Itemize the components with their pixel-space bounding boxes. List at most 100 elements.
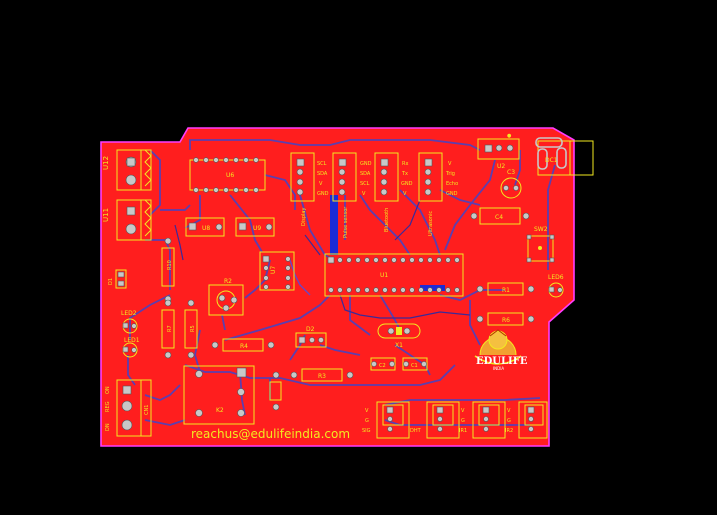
u2-regulator xyxy=(477,138,520,160)
logo-sub: INDIA xyxy=(493,366,504,371)
display-pin-1: SCL xyxy=(317,161,327,167)
k2-label: K2 xyxy=(216,407,224,414)
bluetooth-title: Bluetooth xyxy=(384,208,390,232)
led1 xyxy=(122,342,138,358)
u12-terminal xyxy=(116,149,152,191)
relay-diode xyxy=(269,371,282,411)
ir2-pin-g: G xyxy=(507,418,511,424)
ir1-header xyxy=(426,401,460,439)
led2 xyxy=(122,318,138,334)
cn1-pin-on: ON xyxy=(105,386,111,394)
edulife-logo xyxy=(474,329,522,365)
c4-capacitor xyxy=(470,207,530,225)
contact-email: reachus@edulifeindia.com xyxy=(191,427,350,441)
u1-bottom-pins xyxy=(328,287,460,293)
cn1-pin-dn: DN xyxy=(105,423,111,431)
right-sensor-header xyxy=(518,401,548,439)
led6-label: LED6 xyxy=(548,274,564,281)
u11-terminal xyxy=(116,199,152,241)
dc1-label: DC1 xyxy=(545,157,558,164)
u7-ic xyxy=(259,251,295,291)
highlight-trace-2 xyxy=(420,285,445,291)
c3-capacitor xyxy=(500,177,522,199)
d1-label: D1 xyxy=(108,278,114,285)
r6-resistor xyxy=(476,312,535,326)
ultrasonic-pin-3: Echo xyxy=(446,181,458,187)
r10-resistor xyxy=(161,237,175,303)
ultrasonic-pin-2: Trig xyxy=(445,171,455,177)
led2-label: LED2 xyxy=(121,310,137,317)
r2-label: R2 xyxy=(224,278,232,285)
display-pin-2: SDA xyxy=(317,171,328,177)
u1-microcontroller xyxy=(324,253,464,297)
pulse-title: Pulse sensor xyxy=(343,206,349,238)
x1-label: X1 xyxy=(395,342,403,349)
c3-label: C3 xyxy=(507,169,515,176)
c4-label: C4 xyxy=(495,214,503,221)
ir1-pin-v: V xyxy=(461,408,465,414)
ultrasonic-header xyxy=(418,152,443,202)
r5-resistor xyxy=(184,299,198,359)
logo-name: EDULIFE xyxy=(476,356,528,367)
u11-label: U11 xyxy=(102,208,110,222)
sw2-switch xyxy=(526,234,555,263)
x1-crystal xyxy=(377,323,421,339)
r1-label: R1 xyxy=(502,287,510,294)
u9-label: U9 xyxy=(253,225,261,232)
c1-capacitor xyxy=(402,357,428,371)
trace-layer xyxy=(127,139,556,426)
u2-pin-mark: ● xyxy=(507,133,512,139)
r7-resistor xyxy=(161,299,175,359)
r5-label: R5 xyxy=(190,325,196,332)
bluetooth-pin-1: Rx xyxy=(402,161,408,167)
display-title: Display xyxy=(301,208,307,226)
dht-pin-sig: SIG xyxy=(362,428,371,434)
u8-label: U8 xyxy=(202,225,210,232)
bluetooth-header xyxy=(374,152,399,202)
ir2-pin-v: V xyxy=(507,408,511,414)
r1-resistor xyxy=(476,282,535,296)
u9-component xyxy=(235,217,275,237)
dht-pin-v: V xyxy=(365,408,369,414)
d2-label: D2 xyxy=(306,326,315,333)
highlight-trace xyxy=(330,195,338,255)
c1-label: C1 xyxy=(411,363,418,369)
pulse-pin-1: GND xyxy=(360,161,372,167)
u1-label: U1 xyxy=(380,272,388,279)
bluetooth-pin-2: Tx xyxy=(401,171,408,177)
display-pin-4: GND xyxy=(317,191,329,197)
dht-header xyxy=(376,401,410,439)
u6-ic xyxy=(189,157,266,193)
r3-label: R3 xyxy=(318,373,326,380)
u1-top-pins xyxy=(327,256,460,264)
ir1-label: IR1 xyxy=(459,428,467,434)
led1-label: LED1 xyxy=(124,337,140,344)
ir2-label: IR2 xyxy=(505,428,513,434)
u7-label: U7 xyxy=(270,266,277,274)
k2-relay xyxy=(183,365,255,425)
r3-resistor xyxy=(290,368,354,382)
ir1-pin-g: G xyxy=(461,418,465,424)
pulse-pin-4: V xyxy=(362,191,366,197)
r10-label: R10 xyxy=(167,260,173,270)
display-pin-3: V xyxy=(319,181,323,187)
r6-label: R6 xyxy=(502,317,510,324)
r2-potentiometer xyxy=(208,284,244,316)
pulse-header xyxy=(332,152,357,202)
dht-pin-g: G xyxy=(365,418,369,424)
d1-diode xyxy=(115,269,127,289)
r7-label: R7 xyxy=(167,325,173,332)
u12-label: U12 xyxy=(102,156,110,170)
cn1-connector xyxy=(116,379,152,437)
u6-label: U6 xyxy=(226,172,234,179)
display-header xyxy=(290,152,315,202)
d2-transistor xyxy=(295,332,327,348)
dht-label: DHT xyxy=(410,428,422,434)
ultrasonic-pin-1: V xyxy=(448,161,452,167)
cn1-label: CN1 xyxy=(144,405,150,415)
u2-label: U2 xyxy=(497,163,505,170)
bluetooth-pin-4: V xyxy=(403,191,407,197)
r4-resistor xyxy=(211,338,275,352)
